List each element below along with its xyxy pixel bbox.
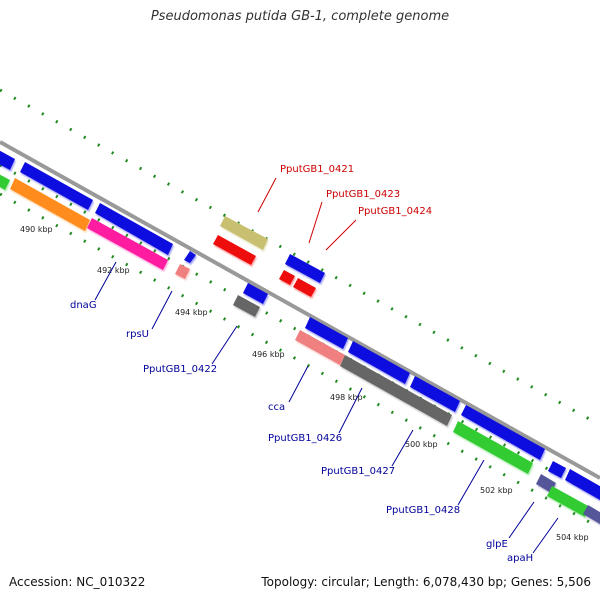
gene-arrow [285,254,325,283]
scale-tick-label: 502 kbp [480,486,513,495]
gene-label-cca[interactable]: cca [268,402,285,413]
gene-label-pputgb1_0422[interactable]: PputGB1_0422 [143,364,217,375]
genome-title: Pseudomonas putida GB-1, complete genome [150,9,450,24]
gene-arrow [243,283,268,304]
gene-label-leader [338,387,363,434]
gene-arrow [233,295,260,317]
gene-label-dnag[interactable]: dnaG [70,300,97,311]
gene-label-glpe[interactable]: glpE [486,539,508,550]
topology-label: Topology: circular; Length: 6,078,430 bp… [261,575,591,589]
gene-label-leader [508,501,535,539]
accession-label: Accession: NC_010322 [9,575,146,589]
gene-arrow [453,421,533,474]
forward-strand-genes [0,150,600,500]
gene-label-leader [211,325,238,365]
gene-arrow [20,162,93,210]
gene-label-pputgb1_0427[interactable]: PputGB1_0427 [321,466,395,477]
gene-arrow [583,505,600,524]
gene-label-leader [151,290,173,330]
scale-tick-label: 492 kbp [97,266,130,275]
scale-tick-label: 496 kbp [252,350,285,359]
gene-arrow [547,486,590,517]
gene-arrow [95,203,173,255]
gene-arrow [87,218,168,270]
gene-label-leader [288,365,309,403]
gene-arrow [305,317,348,349]
gene-arrow [340,355,452,426]
scale-tick-label: 494 kbp [175,308,208,317]
gene-label-pputgb1_0421[interactable]: PputGB1_0421 [280,164,354,175]
gene-label-leader [308,201,323,244]
gene-arrow [0,174,10,190]
gene-arrow [279,270,295,285]
gene-arrow [461,405,545,460]
gene-arrow [293,278,316,297]
gene-arrow [184,251,196,263]
gene-arrow [410,376,460,412]
gene-label-leader [457,459,485,506]
gene-label-pputgb1_0428[interactable]: PputGB1_0428 [386,505,460,516]
scale-tick-label: 500 kbp [405,440,438,449]
genome-backbone [0,140,600,480]
scale-tick-label: 504 kbp [556,533,589,542]
gene-arrow [175,264,190,279]
gene-label-rpsu[interactable]: rpsU [126,329,149,340]
gene-arrow [220,216,268,250]
gene-label-leader [257,177,277,213]
gene-label-leader [391,429,414,467]
inner-dotted-track [0,192,600,530]
gene-arrow [295,330,345,365]
gene-label-pputgb1_0424[interactable]: PputGB1_0424 [358,206,432,217]
scale-tick-label: 490 kbp [20,225,53,234]
gene-label-leader [325,219,357,251]
gene-arrow [565,469,600,500]
gene-arrow [10,178,90,231]
gene-label-pputgb1_0423[interactable]: PputGB1_0423 [326,189,400,200]
reverse-strand-genes [10,178,600,524]
gene-label-leader [532,517,559,554]
gene-arrow [348,341,410,384]
scale-tick-label: 498 kbp [330,393,363,402]
outer-dotted-track-1 [0,88,600,427]
gene-arrow [0,150,15,170]
gene-label-pputgb1_0426[interactable]: PputGB1_0426 [268,433,342,444]
gene-arrow [548,461,566,478]
gene-label-leader [94,261,117,301]
scale-tick-labels: 490 kbp 492 kbp 494 kbp 496 kbp 498 kbp 500 k… [20,225,589,542]
gene-arrow [213,235,256,265]
gene-label-apah[interactable]: apaH [507,553,533,564]
